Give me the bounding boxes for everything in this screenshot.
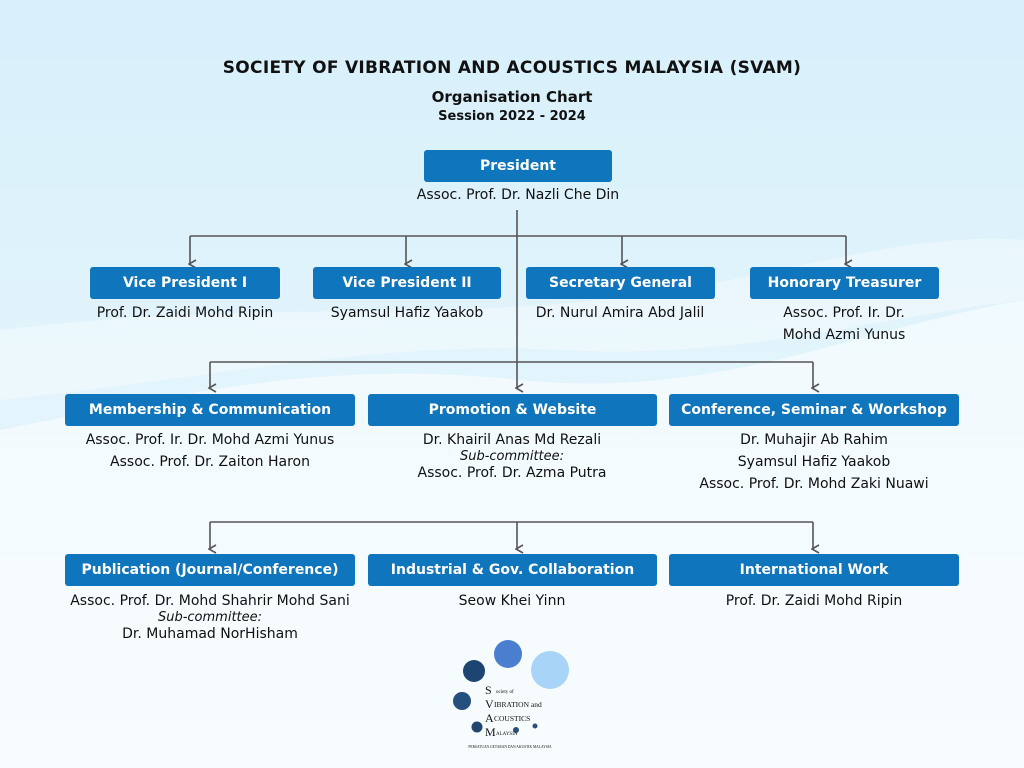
name-line: Dr. Nurul Amira Abd Jalil	[535, 305, 705, 321]
name-line: Dr. Muhajir Ab Rahim	[740, 432, 888, 448]
name-line: Assoc. Prof. Dr. Zaiton Haron	[110, 454, 310, 470]
honorary-treasurer-names: Assoc. Prof. Ir. Dr. Mohd Azmi Yunus	[719, 302, 969, 346]
vice-president-1-names: Prof. Dr. Zaidi Mohd Ripin	[60, 302, 310, 324]
membership-communication-box: Membership & Communication	[65, 394, 355, 426]
conference-seminar-workshop-box: Conference, Seminar & Workshop	[669, 394, 959, 426]
promotion-website-box: Promotion & Website	[368, 394, 657, 426]
name-line: Prof. Dr. Zaidi Mohd Ripin	[96, 305, 274, 321]
international-work-names: Prof. Dr. Zaidi Mohd Ripin	[644, 590, 984, 612]
vice-president-2-box: Vice President II	[313, 267, 501, 299]
chart-subtitle: Organisation Chart	[431, 88, 593, 106]
subcommittee-label: Sub-committee:	[459, 449, 565, 464]
industrial-collaboration-box: Industrial & Gov. Collaboration	[368, 554, 657, 586]
promotion-website-names: Dr. Khairil Anas Md Rezali Sub-committee…	[342, 429, 682, 482]
logo-word-s: ociety of	[496, 690, 514, 695]
subcommittee-label: Sub-committee:	[157, 610, 263, 625]
president-name-text: Assoc. Prof. Dr. Nazli Che Din	[416, 187, 620, 203]
name-line: Mohd Azmi Yunus	[782, 327, 906, 343]
conference-seminar-workshop-names: Dr. Muhajir Ab Rahim Syamsul Hafiz Yaako…	[644, 429, 984, 495]
vice-president-1-box: Vice President I	[90, 267, 280, 299]
name-line: Syamsul Hafiz Yaakob	[737, 454, 891, 470]
chart-title: SOCIETY OF VIBRATION AND ACOUSTICS MALAY…	[222, 58, 802, 78]
vice-president-2-names: Syamsul Hafiz Yaakob	[282, 302, 532, 324]
name-line: Assoc. Prof. Ir. Dr. Mohd Azmi Yunus	[85, 432, 335, 448]
membership-communication-names: Assoc. Prof. Ir. Dr. Mohd Azmi Yunus Ass…	[40, 429, 380, 473]
session-label: Session 2022 - 2024	[438, 109, 586, 124]
honorary-treasurer-box: Honorary Treasurer	[750, 267, 939, 299]
name-line: Seow Khei Yinn	[458, 593, 566, 609]
secretary-general-names: Dr. Nurul Amira Abd Jalil	[495, 302, 745, 324]
logo-word-v: IBRATION and	[494, 700, 542, 709]
logo-tagline: PERSATUAN GETARAN DAN AKUSTIK MALAYSIA	[468, 745, 552, 749]
name-line: Dr. Khairil Anas Md Rezali	[422, 432, 602, 448]
logo-letter-v: V	[485, 697, 494, 711]
name-line: Prof. Dr. Zaidi Mohd Ripin	[725, 593, 903, 609]
logo-word-m: ALAYSIA	[496, 732, 518, 737]
logo-word-a: COUSTICS	[494, 714, 530, 723]
logo-letter-a: A	[485, 711, 494, 725]
president-name: Assoc. Prof. Dr. Nazli Che Din	[368, 184, 668, 206]
name-line: Assoc. Prof. Dr. Mohd Zaki Nuawi	[699, 476, 929, 492]
name-line: Dr. Muhamad NorHisham	[122, 626, 298, 642]
name-line: Assoc. Prof. Ir. Dr.	[783, 305, 905, 321]
publication-box: Publication (Journal/Conference)	[65, 554, 355, 586]
name-line: Assoc. Prof. Dr. Azma Putra	[417, 465, 607, 481]
international-work-box: International Work	[669, 554, 959, 586]
president-box: President	[424, 150, 612, 182]
svam-logo: S ociety of V IBRATION and A COUSTICS M …	[453, 640, 569, 749]
industrial-collaboration-names: Seow Khei Yinn	[342, 590, 682, 612]
logo-letter-m: M	[485, 725, 496, 739]
name-line: Syamsul Hafiz Yaakob	[330, 305, 484, 321]
logo-letter-s: S	[485, 683, 492, 697]
publication-names: Assoc. Prof. Dr. Mohd Shahrir Mohd Sani …	[40, 590, 380, 643]
name-line: Assoc. Prof. Dr. Mohd Shahrir Mohd Sani	[70, 593, 350, 609]
secretary-general-box: Secretary General	[526, 267, 715, 299]
